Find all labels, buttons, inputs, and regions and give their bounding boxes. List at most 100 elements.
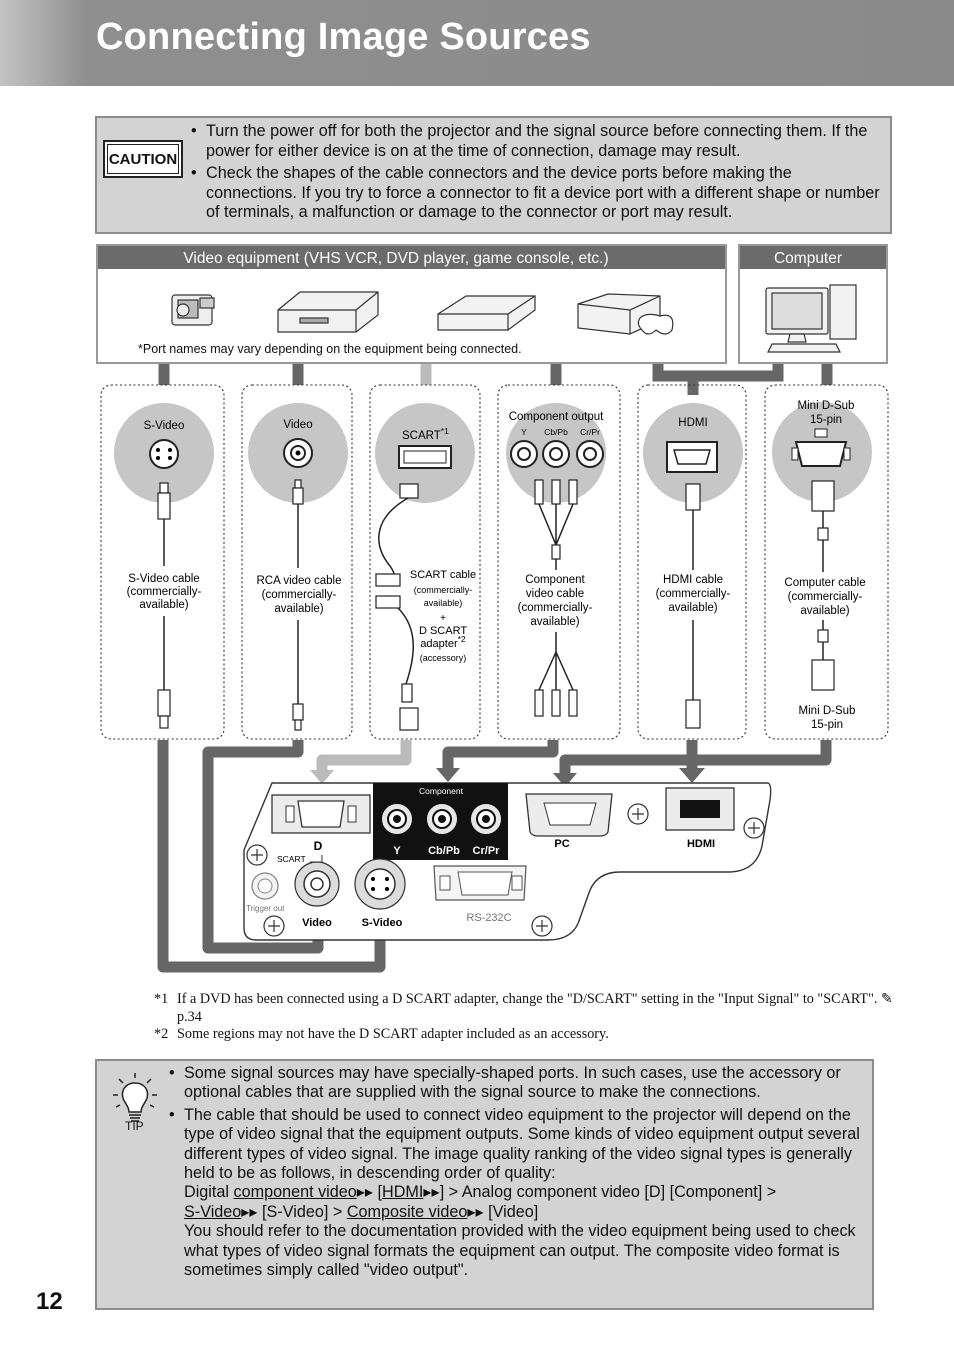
panel-cb-label: Cb/Pb bbox=[428, 845, 460, 857]
connection-paths bbox=[157, 740, 832, 973]
page-header: Connecting Image Sources bbox=[0, 0, 954, 86]
caution-item: Check the shapes of the cable connectors… bbox=[191, 164, 885, 223]
panel-video-jack bbox=[294, 861, 340, 907]
svideo-port-label: S-Video bbox=[144, 420, 185, 432]
tip-label: TIP bbox=[125, 1119, 144, 1133]
projector-panel: Component Y Cb/Pb Cr/Pr D SCART PC HDMI … bbox=[243, 782, 772, 941]
component-cable-line1: Component bbox=[525, 574, 585, 586]
rank-after-svideo: [S-Video] > bbox=[257, 1202, 347, 1221]
video-equipment-label: Video equipment (VHS VCR, DVD player, ga… bbox=[183, 250, 608, 267]
scart-port-label: SCART*1 bbox=[402, 426, 449, 442]
tip-item-2-outro: You should refer to the documentation pr… bbox=[184, 1222, 856, 1280]
panel-hdmi-port bbox=[665, 787, 735, 831]
pc-port-line1: Mini D-Sub bbox=[798, 400, 855, 412]
component-port-label: Component output bbox=[509, 411, 604, 423]
caution-item: Turn the power off for both the projecto… bbox=[191, 122, 885, 161]
port-note: *Port names may vary depending on the eq… bbox=[138, 342, 522, 356]
camcorder-icon bbox=[171, 294, 215, 326]
panel-pc-label: PC bbox=[554, 838, 569, 850]
rca-port-icon bbox=[283, 438, 313, 468]
component-y-label: Y bbox=[521, 427, 527, 437]
video-port-label: Video bbox=[283, 419, 312, 431]
hdmi-link[interactable]: HDMI bbox=[382, 1183, 424, 1202]
scart-adapter-line3: (accessory) bbox=[420, 653, 467, 663]
source-links bbox=[158, 364, 833, 395]
panel-component-jacks bbox=[380, 802, 503, 836]
svideo-port-icon bbox=[149, 439, 179, 469]
rank-digital: Digital bbox=[184, 1183, 234, 1202]
page-title: Connecting Image Sources bbox=[96, 16, 591, 58]
caution-box: CAUTION Turn the power off for both the … bbox=[95, 116, 892, 234]
video-cable-line3: available) bbox=[274, 603, 323, 615]
footnote-mark: *2 bbox=[154, 1026, 169, 1042]
panel-trigger-label: Trigger out bbox=[246, 904, 285, 913]
pc-cable-line3: available) bbox=[800, 605, 849, 617]
panel-video-label: Video bbox=[302, 917, 332, 929]
footnote-1: *1 If a DVD has been connected using a D… bbox=[154, 991, 894, 1026]
footnotes: *1 If a DVD has been connected using a D… bbox=[154, 991, 894, 1044]
pc-end-line2: 15-pin bbox=[811, 719, 843, 731]
hdmi-cable-line1: HDMI cable bbox=[663, 574, 723, 586]
svideo-cable-line2: (commercially- bbox=[127, 586, 202, 598]
panel-pc-port bbox=[525, 793, 613, 837]
link-arrow-icon: ▸▸ bbox=[423, 1183, 440, 1202]
svideo-link[interactable]: S-Video bbox=[184, 1202, 242, 1221]
panel-trigger-jack bbox=[251, 872, 279, 900]
panel-rs232c-label: RS-232C bbox=[466, 912, 511, 924]
hdmi-port-label: HDMI bbox=[678, 417, 707, 429]
game-console-icon bbox=[577, 293, 674, 335]
video-cable-line2: (commercially- bbox=[262, 589, 337, 601]
scart-cable-line1: SCART cable bbox=[410, 569, 476, 581]
monitor-port-icon bbox=[791, 428, 851, 467]
component-group: Component output Y Cb/Pb Cr/Pr Component… bbox=[506, 403, 606, 717]
component-cr-label: Cr/Pr bbox=[580, 427, 600, 437]
footnote-2: *2 Some regions may not have the D SCART… bbox=[154, 1026, 894, 1044]
rank-after-composite: [Video] bbox=[483, 1202, 539, 1221]
tip-item-2-intro: The cable that should be used to connect… bbox=[184, 1105, 860, 1183]
component-port-icon bbox=[510, 440, 604, 468]
composite-video-link[interactable]: Composite video bbox=[346, 1202, 468, 1221]
panel-cr-label: Cr/Pr bbox=[473, 845, 501, 857]
video-group: Video RCA video cable (commercially- ava… bbox=[248, 403, 348, 731]
panel-d-port bbox=[271, 794, 371, 834]
panel-component-label: Component bbox=[419, 786, 464, 796]
computer-icon bbox=[765, 284, 857, 353]
component-cable-line3: (commercially- bbox=[518, 602, 593, 614]
pc-group: Mini D-Sub 15-pin Computer cable (commer… bbox=[772, 400, 872, 731]
scart-arrow-head bbox=[310, 770, 334, 784]
arrow-heads bbox=[436, 768, 705, 787]
footnote-text: Some regions may not have the D SCART ad… bbox=[177, 1026, 609, 1042]
screw-icons bbox=[246, 803, 765, 937]
panel-y-label: Y bbox=[393, 845, 401, 857]
pc-cable-line2: (commercially- bbox=[788, 591, 863, 603]
hdmi-group: HDMI HDMI cable (commercially- available… bbox=[643, 403, 743, 729]
panel-svideo-label: S-Video bbox=[362, 917, 403, 929]
component-video-link[interactable]: component video bbox=[233, 1183, 357, 1202]
tip-list: Some signal sources may have specially-s… bbox=[169, 1064, 869, 1283]
component-cb-label: Cb/Pb bbox=[544, 427, 568, 437]
page-ref-icon[interactable]: ✎ bbox=[880, 991, 893, 1007]
svideo-cable-line3: available) bbox=[139, 599, 188, 611]
tip-item-1: Some signal sources may have specially-s… bbox=[169, 1064, 869, 1103]
link-arrow-icon: ▸▸ bbox=[356, 1183, 374, 1202]
video-equipment-box: Video equipment (VHS VCR, DVD player, ga… bbox=[96, 244, 727, 364]
svideo-group: S-Video S-Video cable (commercially- ava… bbox=[114, 403, 214, 729]
hdmi-port-icon bbox=[666, 441, 718, 473]
scart-plus: + bbox=[440, 613, 446, 624]
hdmi-cable-line3: available) bbox=[668, 602, 717, 614]
panel-rs232c-port bbox=[433, 865, 527, 901]
panel-scart-label: SCART bbox=[277, 854, 306, 864]
caution-badge: CAUTION bbox=[103, 140, 183, 178]
rank-hdmi-open: [ bbox=[373, 1183, 383, 1202]
component-cable-line4: available) bbox=[530, 616, 579, 628]
footnote-page-ref[interactable]: p.34 bbox=[177, 1008, 202, 1025]
tip-item-2: The cable that should be used to connect… bbox=[169, 1106, 869, 1281]
link-arrow-icon: ▸▸ bbox=[467, 1202, 484, 1221]
pc-end-line1: Mini D-Sub bbox=[799, 705, 856, 717]
scart-port-icon bbox=[398, 445, 452, 469]
dvd-player-icon bbox=[437, 295, 536, 331]
scart-adapter-line2: adapter*2 bbox=[420, 634, 466, 650]
connection-diagram: Video equipment (VHS VCR, DVD player, ga… bbox=[96, 244, 889, 973]
rank-after-hdmi: ] > Analog component video [D] [Componen… bbox=[439, 1183, 777, 1202]
lightbulb-icon bbox=[113, 1073, 157, 1122]
